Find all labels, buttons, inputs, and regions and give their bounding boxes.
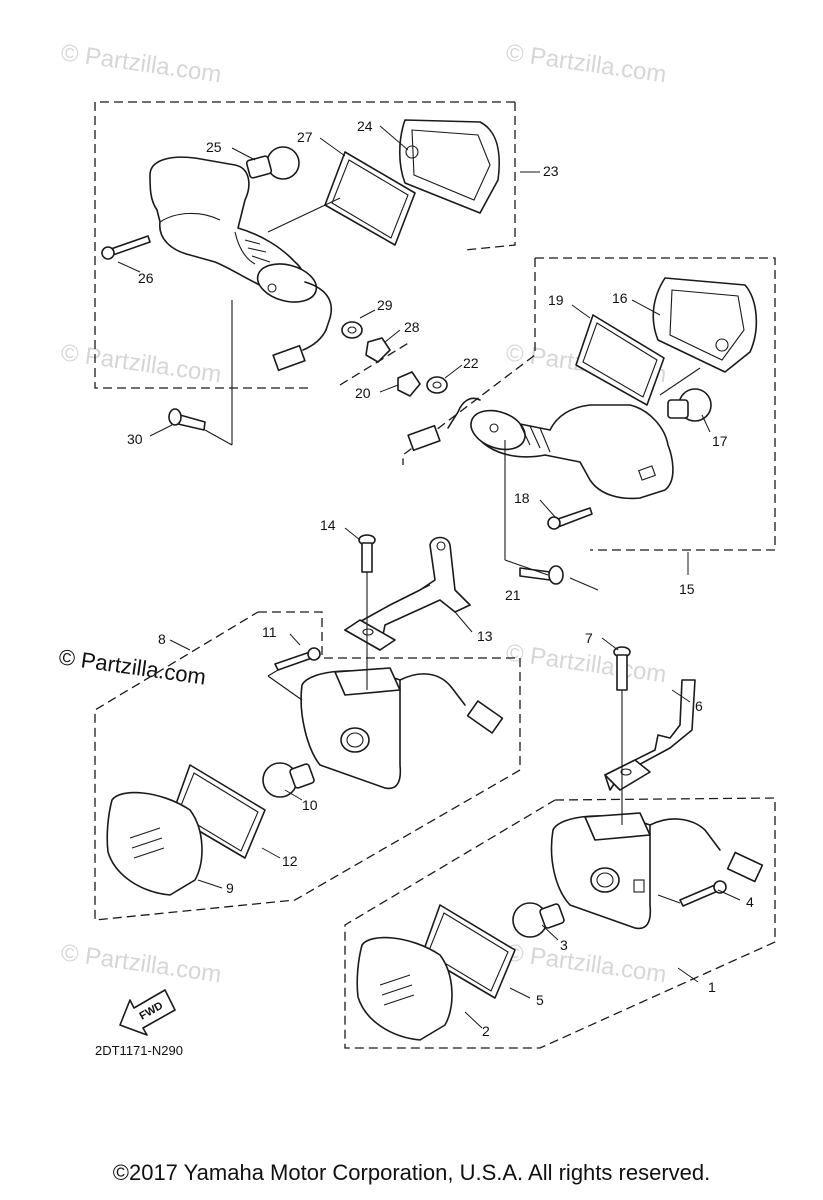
screw-30	[177, 414, 206, 431]
copyright-notice: ©2017 Yamaha Motor Corporation, U.S.A. A…	[112, 1160, 711, 1185]
connector-23	[272, 344, 306, 372]
callouts: 1 2 3 4 5 6 7 8 9 10 11 12 13 14 15 16 1…	[127, 118, 754, 1039]
bulb-10	[262, 762, 298, 798]
lens-16	[652, 277, 758, 373]
callout-11: 11	[262, 624, 277, 640]
callout-28: 28	[404, 319, 420, 335]
wire-23	[304, 281, 332, 331]
callout-1: 1	[708, 979, 716, 995]
watermark-1: © Partzilla.com	[59, 39, 223, 88]
wire-15	[447, 397, 481, 429]
watermark-6: © Partzilla.com	[59, 939, 223, 988]
gasket-19	[575, 314, 665, 406]
bracket-13-group	[344, 534, 471, 651]
wire-1	[649, 818, 721, 851]
callout-7: 7	[585, 630, 593, 646]
callout-19: 19	[548, 292, 564, 308]
connector-1	[726, 851, 764, 883]
screw-11	[274, 651, 313, 671]
watermark-2: © Partzilla.com	[504, 39, 668, 88]
bulb-25	[266, 146, 300, 180]
connector-8	[466, 700, 504, 734]
callout-14: 14	[320, 517, 336, 533]
fwd-arrow-icon	[119, 989, 176, 1036]
assembly-23	[94, 101, 516, 431]
assembly-23-boundary	[94, 101, 515, 389]
nut-28	[365, 337, 391, 363]
watermark-5: © Partzilla.com	[504, 639, 668, 688]
callout-9: 9	[226, 880, 234, 896]
explode-lines	[204, 197, 701, 904]
gasket-12	[171, 764, 266, 859]
callout-25: 25	[206, 139, 222, 155]
callout-15: 15	[679, 581, 695, 597]
callout-29: 29	[377, 297, 393, 313]
callout-22: 22	[463, 355, 479, 371]
wire-8	[399, 673, 466, 706]
callout-12: 12	[282, 853, 298, 869]
washer-22	[426, 376, 448, 394]
callout-13: 13	[477, 628, 493, 644]
diagram-code: 2DT1171-N290	[95, 1043, 183, 1058]
callout-20: 20	[355, 385, 371, 401]
watermark-7: © Partzilla.com	[504, 939, 668, 988]
connector-15	[407, 424, 441, 452]
nut-20	[397, 371, 421, 397]
callout-10: 10	[302, 797, 318, 813]
assembly-1	[344, 797, 776, 1049]
fwd-arrow: FWD	[119, 989, 176, 1036]
lens-2	[356, 936, 453, 1041]
washer-29	[341, 321, 363, 339]
lens-9	[106, 791, 203, 896]
callout-24: 24	[357, 118, 373, 134]
lens-24	[399, 119, 500, 214]
callout-21: 21	[505, 587, 521, 603]
bracket-13	[344, 536, 471, 651]
screw-4	[679, 884, 719, 907]
callout-27: 27	[297, 129, 313, 145]
callout-3: 3	[560, 937, 568, 953]
callout-18: 18	[514, 490, 530, 506]
gasket-5	[421, 904, 516, 999]
callout-2: 2	[482, 1023, 490, 1039]
callout-17: 17	[712, 433, 728, 449]
callout-16: 16	[612, 290, 628, 306]
callout-30: 30	[127, 431, 143, 447]
assembly-8	[94, 611, 521, 921]
callout-8: 8	[158, 631, 166, 647]
callout-6: 6	[695, 698, 703, 714]
gasket-27	[324, 151, 416, 246]
watermark-3: © Partzilla.com	[59, 339, 223, 388]
callout-23: 23	[543, 163, 559, 179]
callout-5: 5	[536, 992, 544, 1008]
assembly-8-boundary	[94, 611, 521, 921]
bulb-3	[512, 902, 548, 938]
assembly-1-boundary	[344, 797, 776, 1049]
callout-4: 4	[746, 894, 754, 910]
watermark-strong: © Partzilla.com	[57, 644, 207, 689]
leader-lines	[117, 125, 741, 1029]
assembly-15	[397, 257, 776, 585]
callout-26: 26	[138, 270, 154, 286]
assembly-15-boundary	[535, 257, 776, 551]
bracket-6-group	[604, 646, 696, 791]
